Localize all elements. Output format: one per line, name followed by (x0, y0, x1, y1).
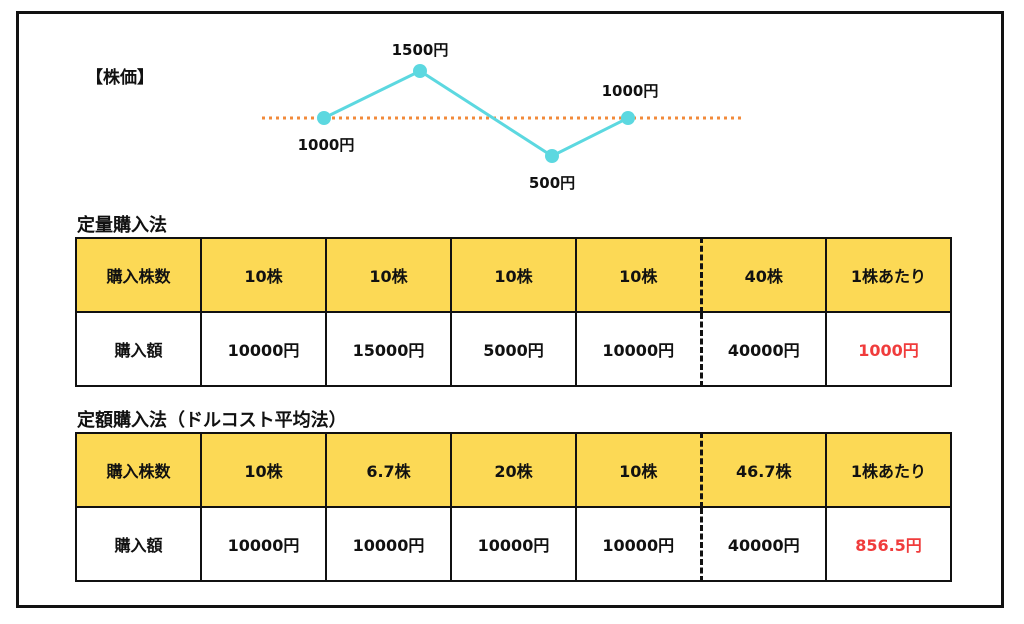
fixed-amount-table: 購入株数 10株 6.7株 20株 10株 46.7株 1株あたり 購入額 10… (75, 432, 952, 582)
per-share-label: 1株あたり (825, 237, 952, 313)
table-cell: 10株 (325, 237, 452, 313)
row-header-amount: 購入額 (75, 506, 202, 582)
price-point-4 (621, 111, 635, 125)
stock-price-chart: 1000円 1500円 500円 1000円 (262, 41, 744, 192)
price-line (323, 69, 629, 158)
table-cell: 15000円 (325, 311, 452, 387)
total-cell: 40000円 (699, 311, 827, 387)
table-row: 購入株数 10株 10株 10株 10株 40株 1株あたり (75, 237, 952, 313)
outer-frame (16, 11, 1004, 608)
table-cell: 10株 (200, 432, 327, 508)
price-label-1: 1000円 (298, 136, 355, 154)
table-cell: 20株 (450, 432, 577, 508)
table-row: 購入額 10000円 10000円 10000円 10000円 40000円 8… (75, 506, 952, 582)
total-cell: 40株 (699, 237, 827, 313)
table-cell: 5000円 (450, 311, 577, 387)
fixed-quantity-table: 購入株数 10株 10株 10株 10株 40株 1株あたり 購入額 10000… (75, 237, 952, 387)
table-row: 購入額 10000円 15000円 5000円 10000円 40000円 10… (75, 311, 952, 387)
table-cell: 10000円 (200, 506, 327, 582)
table-cell: 10000円 (575, 311, 702, 387)
table-cell: 10株 (575, 432, 702, 508)
per-share-price: 1000円 (825, 311, 952, 387)
per-share-price: 856.5円 (825, 506, 952, 582)
table-cell: 10000円 (575, 506, 702, 582)
table-cell: 10株 (575, 237, 702, 313)
per-share-label: 1株あたり (825, 432, 952, 508)
price-point-1 (317, 111, 331, 125)
total-cell: 40000円 (699, 506, 827, 582)
table-cell: 10000円 (200, 311, 327, 387)
row-header-shares: 購入株数 (75, 237, 202, 313)
table-cell: 10000円 (325, 506, 452, 582)
table-cell: 10株 (450, 237, 577, 313)
row-header-amount: 購入額 (75, 311, 202, 387)
table-cell: 10000円 (450, 506, 577, 582)
total-cell: 46.7株 (699, 432, 827, 508)
table-cell: 10株 (200, 237, 327, 313)
table-row: 購入株数 10株 6.7株 20株 10株 46.7株 1株あたり (75, 432, 952, 508)
price-point-2 (413, 64, 427, 78)
price-point-3 (545, 149, 559, 163)
price-label-3: 500円 (529, 174, 575, 192)
table-cell: 6.7株 (325, 432, 452, 508)
price-label-4: 1000円 (602, 82, 659, 100)
price-label-2: 1500円 (392, 41, 449, 59)
fixed-amount-title: 定額購入法（ドルコスト平均法） (77, 410, 347, 431)
stock-price-title: 【株価】 (86, 68, 154, 88)
row-header-shares: 購入株数 (75, 432, 202, 508)
fixed-quantity-title: 定量購入法 (77, 215, 167, 236)
